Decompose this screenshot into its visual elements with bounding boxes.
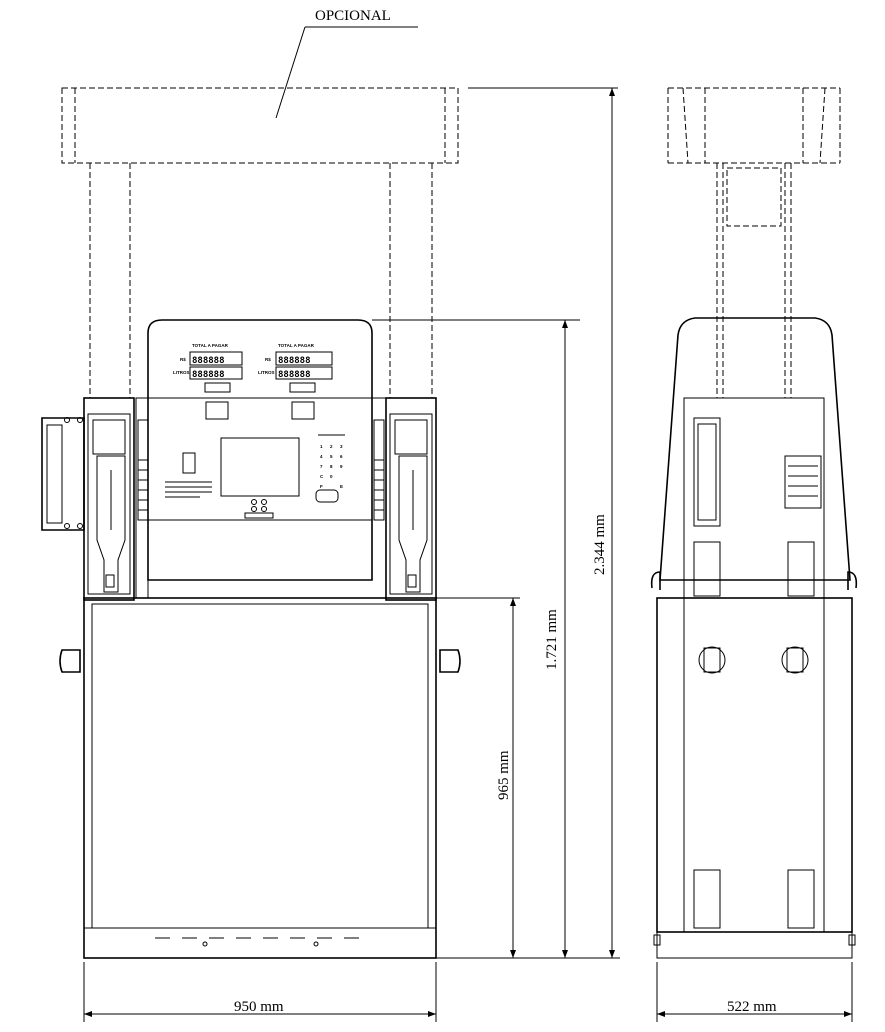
display-left-liters: LITROS [173, 370, 190, 375]
vent-upper [693, 541, 815, 597]
dim-side-width: 522 mm [727, 999, 777, 1015]
display-left-price: 888888 [192, 356, 225, 366]
keypad-key: 6 [340, 454, 343, 459]
lower-cabinet-front [59, 597, 461, 959]
display-right-liters: LITROS [258, 370, 275, 375]
dim-front-width: 950 mm [234, 999, 284, 1015]
keypad-key: 0 [330, 474, 333, 479]
display-right-volume: 888888 [278, 370, 311, 380]
dim-total-height: 2.344 mm [592, 514, 608, 575]
center-screen [220, 437, 300, 497]
nozzle-holster-left [41, 397, 149, 601]
keypad-key: C [320, 474, 324, 479]
display-left: TOTAL A PAGAR R$ LITROS 888888 888888 [173, 343, 243, 420]
nozzle-button-left [205, 401, 229, 420]
keypad-key: 9 [340, 464, 343, 469]
keypad-key: E [340, 484, 343, 489]
head-housing [147, 319, 373, 581]
keypad-key: 8 [330, 464, 333, 469]
keypad-key: 2 [330, 444, 333, 449]
front-view: TOTAL A PAGAR R$ LITROS 888888 888888 TO… [41, 319, 461, 959]
display-left-title: TOTAL A PAGAR [192, 343, 229, 348]
keypad-key: 7 [320, 464, 323, 469]
opcional-label: OPCIONAL [315, 8, 391, 24]
keypad-key: 1 [320, 444, 323, 449]
keypad-key: 3 [340, 444, 343, 449]
id-plate [784, 455, 822, 509]
display-right-price: 888888 [278, 356, 311, 366]
keypad: 1 2 3 4 5 6 7 8 9C 0F E [315, 434, 345, 503]
display-right: TOTAL A PAGAR R$ LITROS 888888 888888 [258, 343, 333, 420]
display-left-volume: 888888 [192, 370, 225, 380]
opcional-callout: OPCIONAL [275, 8, 418, 119]
dim-body-height: 1.721 mm [544, 609, 560, 670]
nozzle-button-right [291, 401, 315, 420]
dimensions: 2.344 mm 1.721 mm 965 mm 950 mm 522 mm [83, 87, 853, 1022]
keypad-key: 5 [330, 454, 333, 459]
optional-canopy-front [61, 87, 459, 398]
display-left-currency: R$ [180, 357, 186, 362]
nozzle-holster-right [373, 397, 437, 601]
display-right-title: TOTAL A PAGAR [278, 343, 315, 348]
keypad-key: 4 [320, 454, 323, 459]
dim-base-height: 965 mm [496, 750, 512, 800]
keypad-key: F [320, 484, 323, 489]
side-view [650, 87, 858, 959]
card-slot [182, 452, 196, 474]
display-right-currency: R$ [265, 357, 271, 362]
